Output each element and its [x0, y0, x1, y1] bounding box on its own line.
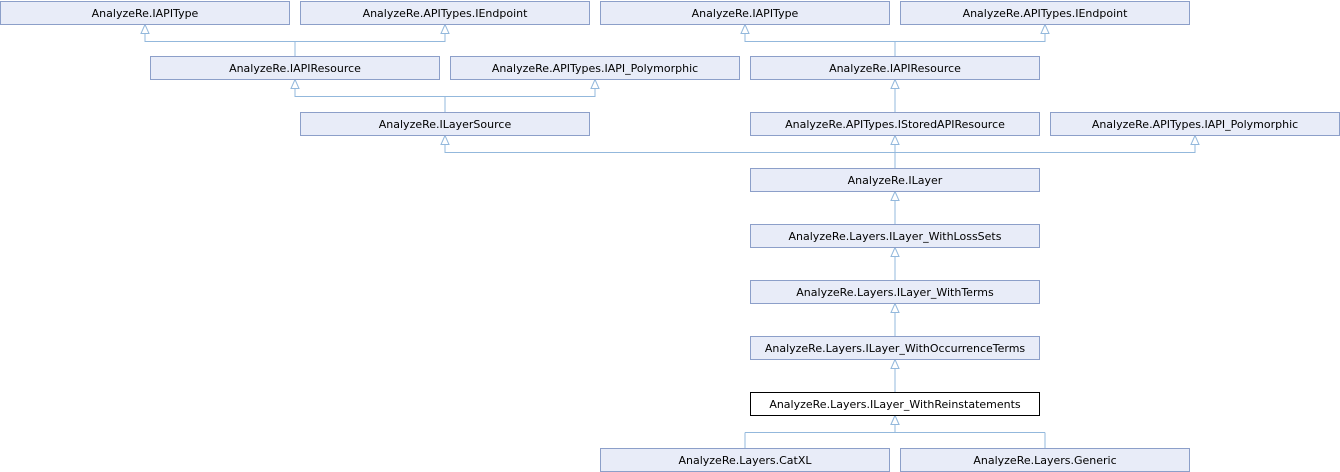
node-box — [750, 392, 1040, 416]
class-node[interactable]: AnalyzeRe.APITypes.IStoredAPIResource — [750, 112, 1040, 136]
edge-n6-to-n2 — [744, 33, 895, 42]
class-node[interactable]: AnalyzeRe.IAPIType — [0, 1, 290, 25]
node-box — [750, 112, 1040, 136]
class-node[interactable]: AnalyzeRe.IAPIResource — [750, 56, 1040, 80]
node-box — [450, 56, 740, 80]
node-label: AnalyzeRe.IAPIType — [92, 7, 199, 20]
arrowhead-n10-to-n8 — [890, 134, 900, 145]
edge-n16-to-n14 — [894, 424, 1045, 433]
node-box — [750, 168, 1040, 192]
class-node[interactable]: AnalyzeRe.Layers.ILayer_WithLossSets — [750, 224, 1040, 248]
arrowhead-n6-to-n2 — [740, 23, 750, 34]
arrowhead-n7-to-n5 — [590, 78, 600, 89]
node-label: AnalyzeRe.ILayer — [848, 174, 943, 187]
inheritance-edges — [140, 23, 1200, 449]
arrowhead-n13-to-n12 — [890, 302, 900, 313]
edge-n15-to-n14 — [745, 424, 896, 433]
class-node[interactable]: AnalyzeRe.APITypes.IEndpoint — [900, 1, 1190, 25]
arrowhead-n10-to-n7 — [440, 134, 450, 145]
node-box — [900, 1, 1190, 25]
node-label: AnalyzeRe.APITypes.IStoredAPIResource — [785, 118, 1005, 131]
node-label: AnalyzeRe.APITypes.IAPI_Polymorphic — [492, 62, 698, 75]
node-label: AnalyzeRe.ILayerSource — [379, 118, 512, 131]
node-label: AnalyzeRe.Layers.ILayer_WithReinstatemen… — [769, 398, 1021, 411]
arrowhead-n12-to-n11 — [890, 246, 900, 257]
node-label: AnalyzeRe.IAPIResource — [229, 62, 361, 75]
node-label: AnalyzeRe.Layers.Generic — [973, 454, 1116, 467]
class-node[interactable]: AnalyzeRe.APITypes.IAPI_Polymorphic — [450, 56, 740, 80]
node-label: AnalyzeRe.APITypes.IEndpoint — [363, 7, 529, 20]
arrowhead-n6-to-n3 — [1040, 23, 1050, 34]
class-node[interactable]: AnalyzeRe.APITypes.IEndpoint — [300, 1, 590, 25]
node-box — [750, 224, 1040, 248]
node-box — [150, 56, 440, 80]
arrowhead-n14-to-n13 — [890, 358, 900, 369]
arrowhead-n8-to-n6 — [890, 78, 900, 89]
class-node[interactable]: AnalyzeRe.Layers.ILayer_WithTerms — [750, 280, 1040, 304]
edge-n10-to-n7 — [444, 144, 895, 153]
arrowhead-n4-to-n0 — [140, 23, 150, 34]
class-node[interactable]: AnalyzeRe.Layers.CatXL — [600, 448, 890, 472]
node-box — [0, 1, 290, 25]
node-box — [750, 280, 1040, 304]
class-node[interactable]: AnalyzeRe.IAPIResource — [150, 56, 440, 80]
current-class-node: AnalyzeRe.Layers.ILayer_WithReinstatemen… — [750, 392, 1040, 416]
node-box — [300, 1, 590, 25]
edge-n7-to-n5 — [445, 88, 596, 97]
edge-n10-to-n9 — [895, 144, 1196, 153]
node-box — [750, 336, 1040, 360]
edge-n6-to-n3 — [895, 33, 1046, 42]
class-node[interactable]: AnalyzeRe.APITypes.IAPI_Polymorphic — [1050, 112, 1340, 136]
arrowhead-n10-to-n9 — [1190, 134, 1200, 145]
class-node[interactable]: AnalyzeRe.Layers.Generic — [900, 448, 1190, 472]
edge-n4-to-n1 — [295, 33, 446, 42]
arrowhead-n4-to-n1 — [440, 23, 450, 34]
node-label: AnalyzeRe.Layers.ILayer_WithOccurrenceTe… — [765, 342, 1026, 355]
class-node[interactable]: AnalyzeRe.IAPIType — [600, 1, 890, 25]
class-node[interactable]: AnalyzeRe.Layers.ILayer_WithOccurrenceTe… — [750, 336, 1040, 360]
arrowhead-n7-to-n4 — [290, 78, 300, 89]
arrowhead-n11-to-n10 — [890, 190, 900, 201]
node-label: AnalyzeRe.IAPIResource — [829, 62, 961, 75]
node-label: AnalyzeRe.IAPIType — [692, 7, 799, 20]
class-node[interactable]: AnalyzeRe.ILayer — [750, 168, 1040, 192]
node-box — [300, 112, 590, 136]
arrowhead-n16-to-n14 — [890, 414, 900, 425]
node-label: AnalyzeRe.APITypes.IEndpoint — [963, 7, 1129, 20]
class-node[interactable]: AnalyzeRe.ILayerSource — [300, 112, 590, 136]
edge-n7-to-n4 — [294, 88, 445, 97]
node-label: AnalyzeRe.APITypes.IAPI_Polymorphic — [1092, 118, 1298, 131]
node-label: AnalyzeRe.Layers.ILayer_WithTerms — [796, 286, 994, 299]
node-box — [750, 56, 1040, 80]
node-label: AnalyzeRe.Layers.CatXL — [678, 454, 812, 467]
node-label: AnalyzeRe.Layers.ILayer_WithLossSets — [789, 230, 1002, 243]
edge-n4-to-n0 — [144, 33, 295, 42]
node-box — [600, 1, 890, 25]
